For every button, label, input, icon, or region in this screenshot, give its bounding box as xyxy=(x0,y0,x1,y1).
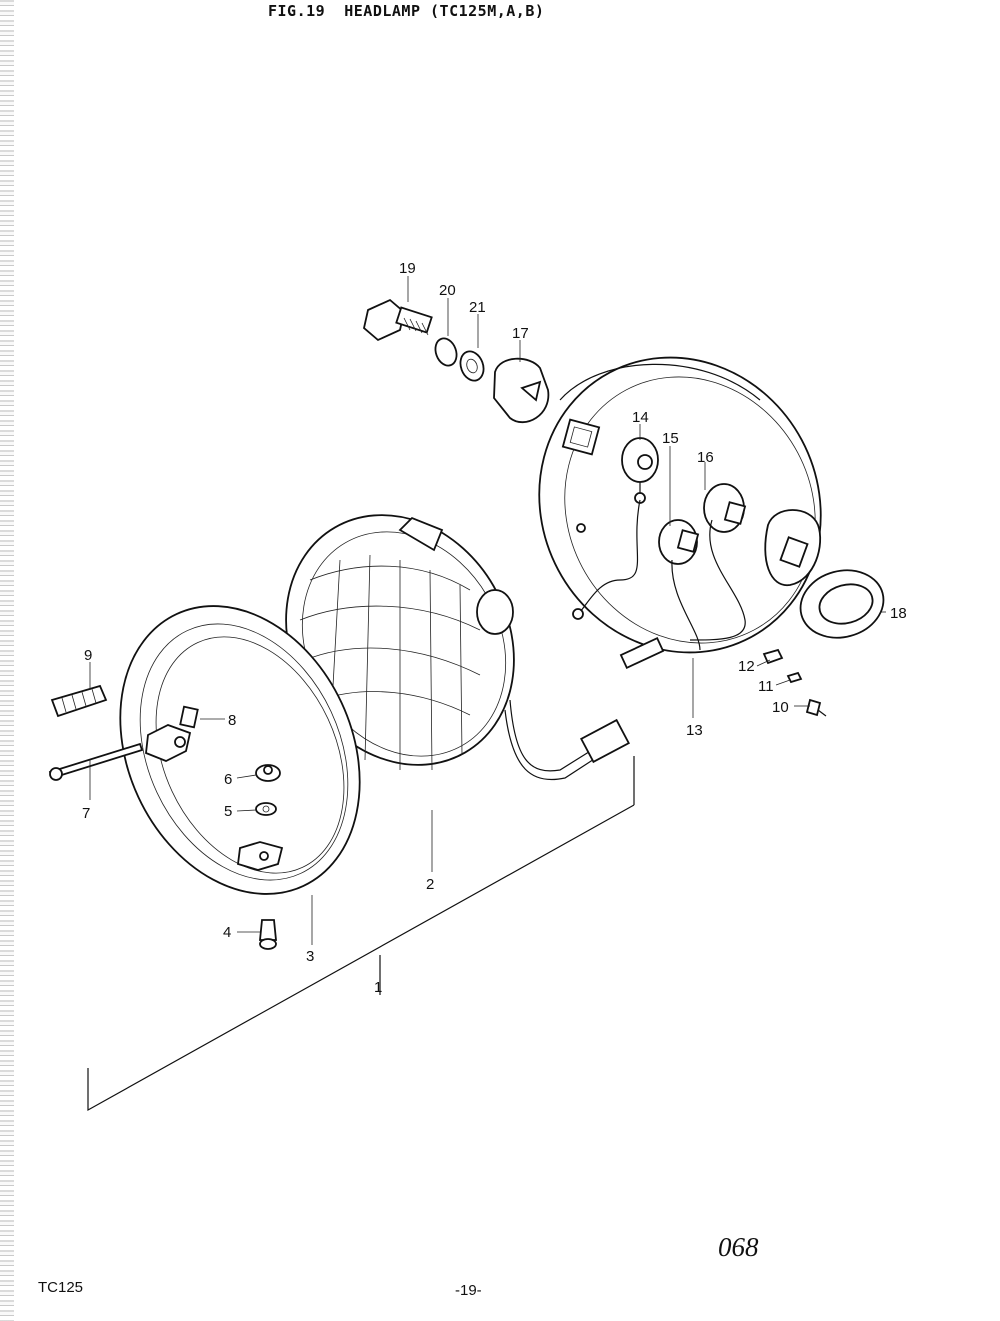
callout-11: 11 xyxy=(758,678,774,695)
callouts: 1 2 3 4 5 6 7 8 9 10 11 12 13 14 15 16 1… xyxy=(82,260,907,996)
callout-17: 17 xyxy=(512,325,529,342)
scan-edge-noise xyxy=(0,0,14,1321)
headlamp-rim xyxy=(119,605,361,895)
callout-9: 9 xyxy=(84,647,92,664)
leader-lines xyxy=(89,276,886,945)
figure-title: FIG.19 HEADLAMP (TC125M,A,B) xyxy=(268,2,545,20)
callout-7: 7 xyxy=(82,805,90,822)
callout-6: 6 xyxy=(224,771,232,788)
callout-2: 2 xyxy=(426,876,434,893)
callout-10: 10 xyxy=(772,699,789,716)
rim-hardware xyxy=(48,684,281,950)
callout-12: 12 xyxy=(738,658,755,675)
model-label: TC125 xyxy=(38,1279,84,1296)
drawing-code: 068 xyxy=(718,1232,759,1262)
callout-19: 19 xyxy=(399,260,416,277)
sealed-beam-unit xyxy=(285,514,630,781)
callout-13: 13 xyxy=(686,722,703,739)
grommet xyxy=(799,569,885,639)
page-number: -19- xyxy=(455,1282,482,1299)
wiring-harness xyxy=(572,499,746,669)
callout-14: 14 xyxy=(632,409,649,426)
callout-8: 8 xyxy=(228,712,236,729)
callout-3: 3 xyxy=(306,948,314,965)
callout-1: 1 xyxy=(374,979,382,996)
callout-16: 16 xyxy=(697,449,714,466)
callout-4: 4 xyxy=(223,924,231,941)
mount-bolt-set xyxy=(363,298,550,424)
callout-15: 15 xyxy=(662,430,679,447)
callout-18: 18 xyxy=(890,605,907,622)
callout-20: 20 xyxy=(439,282,456,299)
callout-21: 21 xyxy=(469,299,486,316)
callout-5: 5 xyxy=(224,803,232,820)
bulb-sockets xyxy=(621,437,747,565)
assembly-bracket xyxy=(87,756,635,1112)
headlamp-housing xyxy=(538,356,822,654)
